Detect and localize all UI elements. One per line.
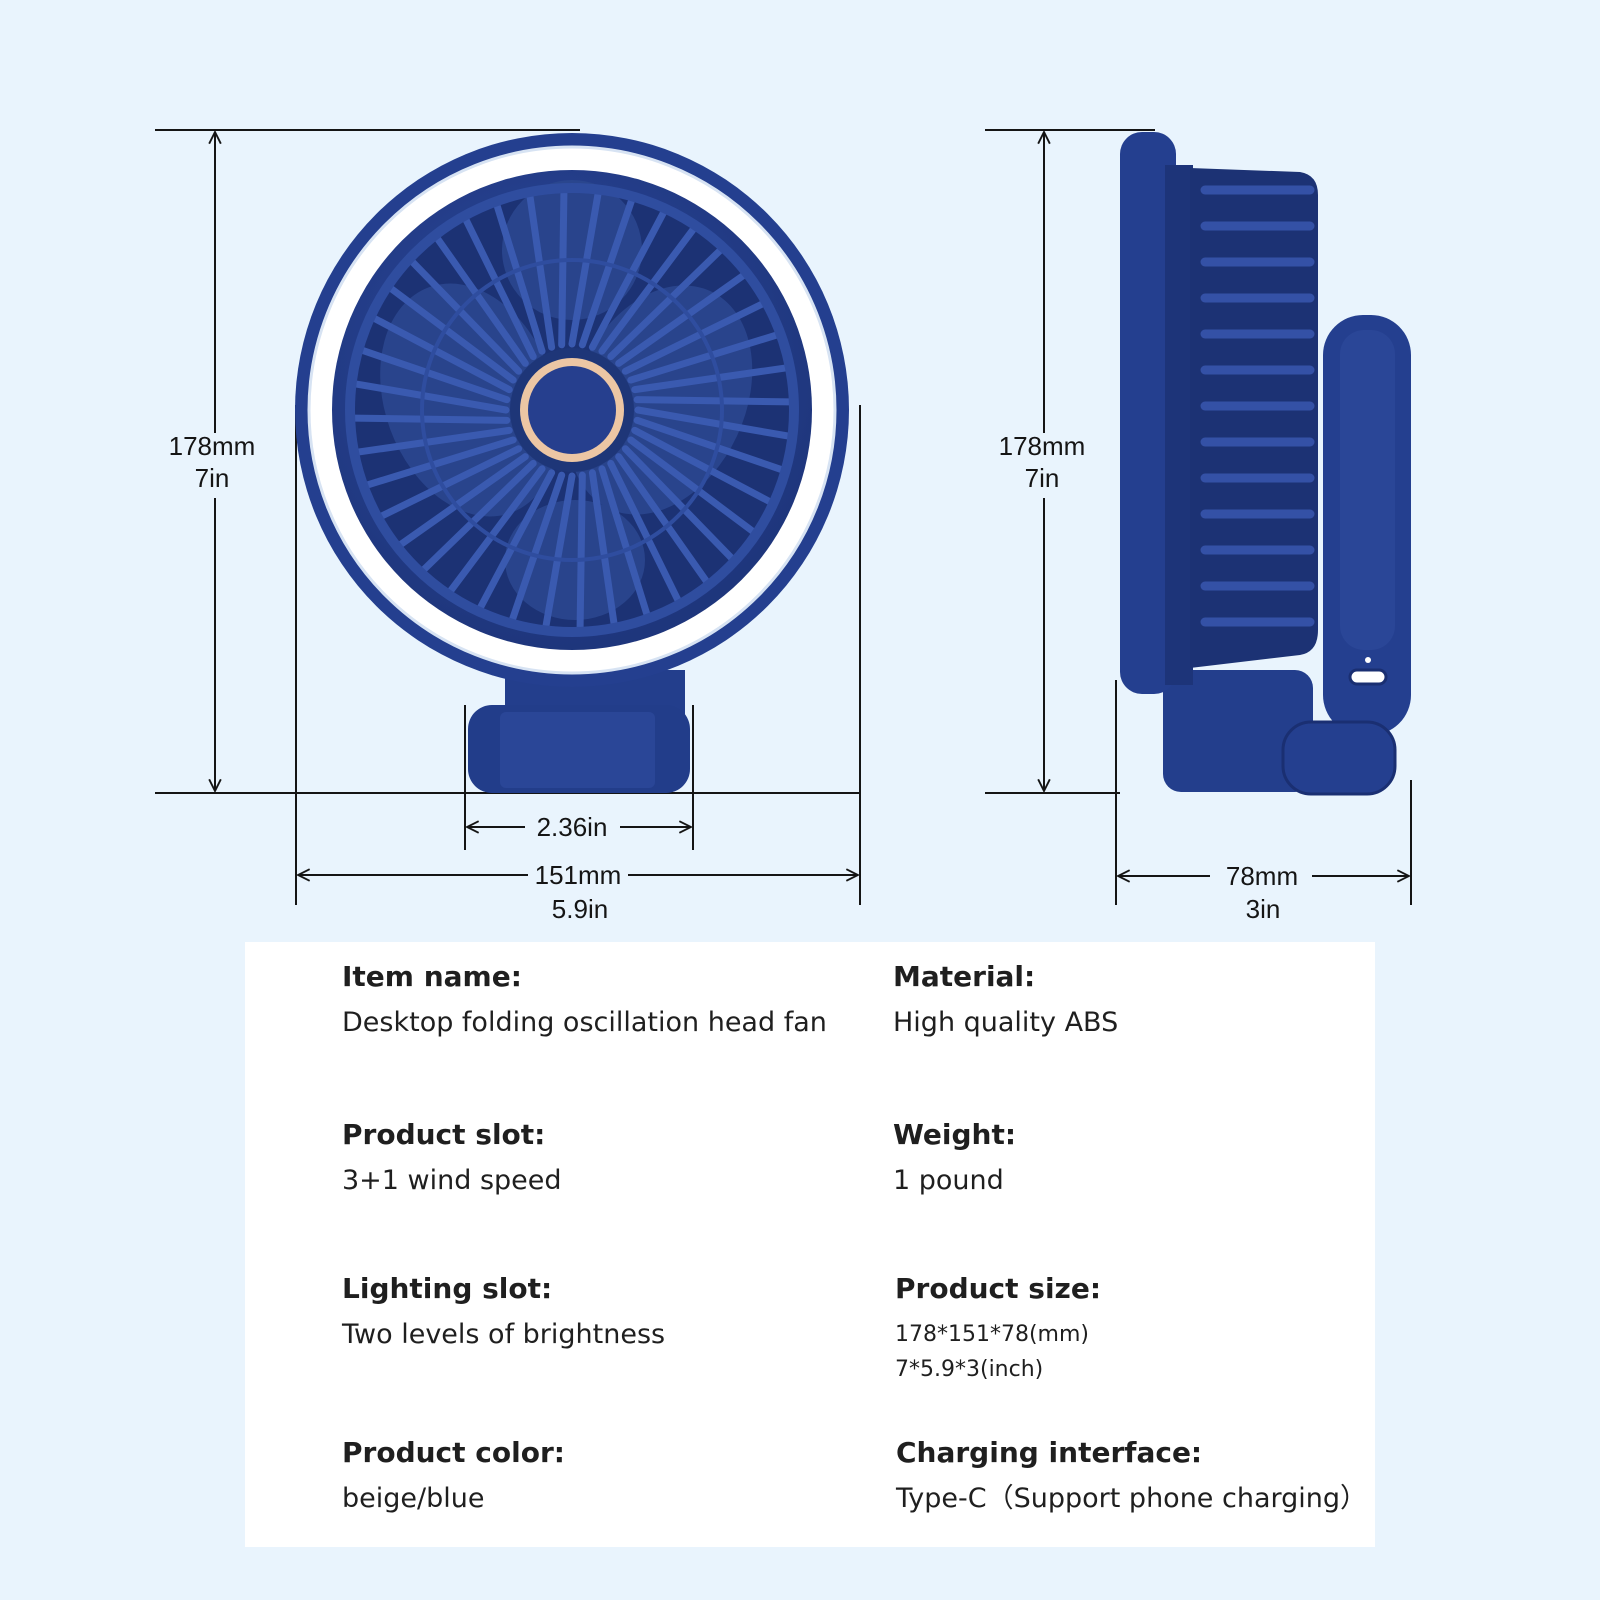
fan-base-front <box>500 712 655 788</box>
grill-spoke <box>370 314 513 394</box>
hub-cap <box>528 366 616 454</box>
fan-front-illustration <box>295 133 849 793</box>
grill-spoke <box>621 445 736 562</box>
front-height-mm-label: 178mm <box>169 431 256 461</box>
front-view: 178mm 7in 2.36in 151mm 5.9in <box>155 129 861 924</box>
grill-spoke <box>627 331 781 384</box>
grill-spoke <box>387 284 517 384</box>
grill-spoke <box>621 300 766 375</box>
grill-spoke <box>526 192 556 351</box>
grill-spoke <box>598 225 698 355</box>
spec-material: Material: High quality ABS <box>893 960 1413 1041</box>
grill-spoke <box>493 201 546 355</box>
grill-spoke <box>568 190 602 348</box>
spec-value: Type-C（Support phone charging） <box>896 1483 1368 1514</box>
spec-label: Item name: <box>342 960 522 993</box>
spec-charging-interface: Charging interface: Type-C（Support phone… <box>896 1436 1416 1517</box>
grill-spoke <box>476 469 556 612</box>
grill-spoke <box>433 235 529 367</box>
spec-label: Charging interface: <box>896 1436 1203 1469</box>
grill-spoke <box>542 472 576 630</box>
spec-label: Weight: <box>893 1118 1017 1151</box>
grill-spoke <box>607 459 682 604</box>
specifications-card: Item name: Desktop folding oscillation h… <box>245 942 1375 1547</box>
grill-spoke <box>633 396 794 406</box>
grill-mid-ring <box>420 258 724 562</box>
spec-value: 1 pound <box>893 1165 1004 1196</box>
grill-spoke <box>578 196 636 349</box>
spec-value-mm: 178*151*78(mm) <box>895 1322 1090 1347</box>
spec-product-slot: Product slot: 3+1 wind speed <box>342 1118 862 1199</box>
base-width-label: 2.36in <box>537 812 608 842</box>
grill-spoke <box>633 416 786 474</box>
spec-product-color: Product color: beige/blue <box>342 1436 862 1517</box>
side-base <box>1163 670 1313 792</box>
grill-spoke <box>558 188 568 349</box>
grill-spoke <box>358 346 511 404</box>
front-width-in-label: 5.9in <box>552 894 608 924</box>
grill-spoke <box>607 246 724 361</box>
grill-spoke <box>598 465 651 619</box>
side-depth-in-label: 3in <box>1246 894 1281 924</box>
grill-spoke <box>446 465 546 595</box>
side-height-mm-label: 178mm <box>999 431 1086 461</box>
grill-spoke <box>627 436 757 536</box>
spec-value-inch: 7*5.9*3(inch) <box>895 1357 1044 1383</box>
side-foot <box>1281 720 1397 796</box>
spec-label: Material: <box>893 960 1036 993</box>
spec-label: Product color: <box>342 1436 565 1469</box>
grill-spoke <box>350 414 511 424</box>
grill-spoke <box>397 453 529 549</box>
spec-label: Product size: <box>895 1272 1102 1305</box>
spec-label: Lighting slot: <box>342 1272 553 1305</box>
side-height-in-label: 7in <box>1025 463 1060 493</box>
grill-spoke <box>634 406 792 440</box>
front-width-mm-label: 151mm <box>535 860 622 890</box>
grill-spoke <box>363 436 517 489</box>
grill-spoke <box>631 364 790 394</box>
spec-value: Two levels of brightness <box>342 1319 666 1350</box>
spec-label: Product slot: <box>342 1118 546 1151</box>
spec-value: 3+1 wind speed <box>342 1165 562 1196</box>
side-arm-highlight <box>1340 330 1395 650</box>
grill-spoke <box>420 459 537 574</box>
grill-spoke <box>508 471 566 624</box>
cage-bars <box>1200 185 1315 627</box>
side-view: 178mm 7in 78mm 3in <box>985 129 1412 924</box>
side-rear-cage <box>1190 168 1318 668</box>
grill-spokes <box>350 188 794 632</box>
dimension-drawing: 178mm 7in 2.36in 151mm 5.9in <box>155 129 1412 924</box>
grill-outer-ring <box>345 183 799 637</box>
fan-side-illustration <box>1120 132 1411 796</box>
grill-spoke <box>408 258 523 375</box>
grill-spoke <box>615 271 747 367</box>
grill-spoke <box>576 471 586 632</box>
side-depth-mm-label: 78mm <box>1226 861 1298 891</box>
grill-spoke <box>462 216 537 361</box>
side-housing-rim <box>1165 165 1193 685</box>
grill-spoke <box>588 208 668 351</box>
spec-value: Desktop folding oscillation head fan <box>342 1007 827 1038</box>
grill-spoke <box>588 469 618 628</box>
grill-spoke <box>354 426 513 456</box>
grill-spoke <box>352 380 510 414</box>
grill-spoke <box>631 426 774 506</box>
grill-spoke <box>615 453 711 585</box>
spec-value: High quality ABS <box>893 1007 1119 1038</box>
side-housing-front <box>1120 132 1176 694</box>
grill-spoke <box>378 445 523 520</box>
spec-product-size: Product size: 178*151*78(mm) 7*5.9*3(inc… <box>895 1272 1415 1387</box>
spec-lighting-slot: Lighting slot: Two levels of brightness <box>342 1272 862 1353</box>
port-indicator <box>1365 657 1371 663</box>
type-c-port <box>1348 668 1388 686</box>
front-height-in-label: 7in <box>195 463 230 493</box>
spec-value: beige/blue <box>342 1483 485 1514</box>
spec-item-name: Item name: Desktop folding oscillation h… <box>342 960 862 1041</box>
spec-weight: Weight: 1 pound <box>893 1118 1413 1199</box>
